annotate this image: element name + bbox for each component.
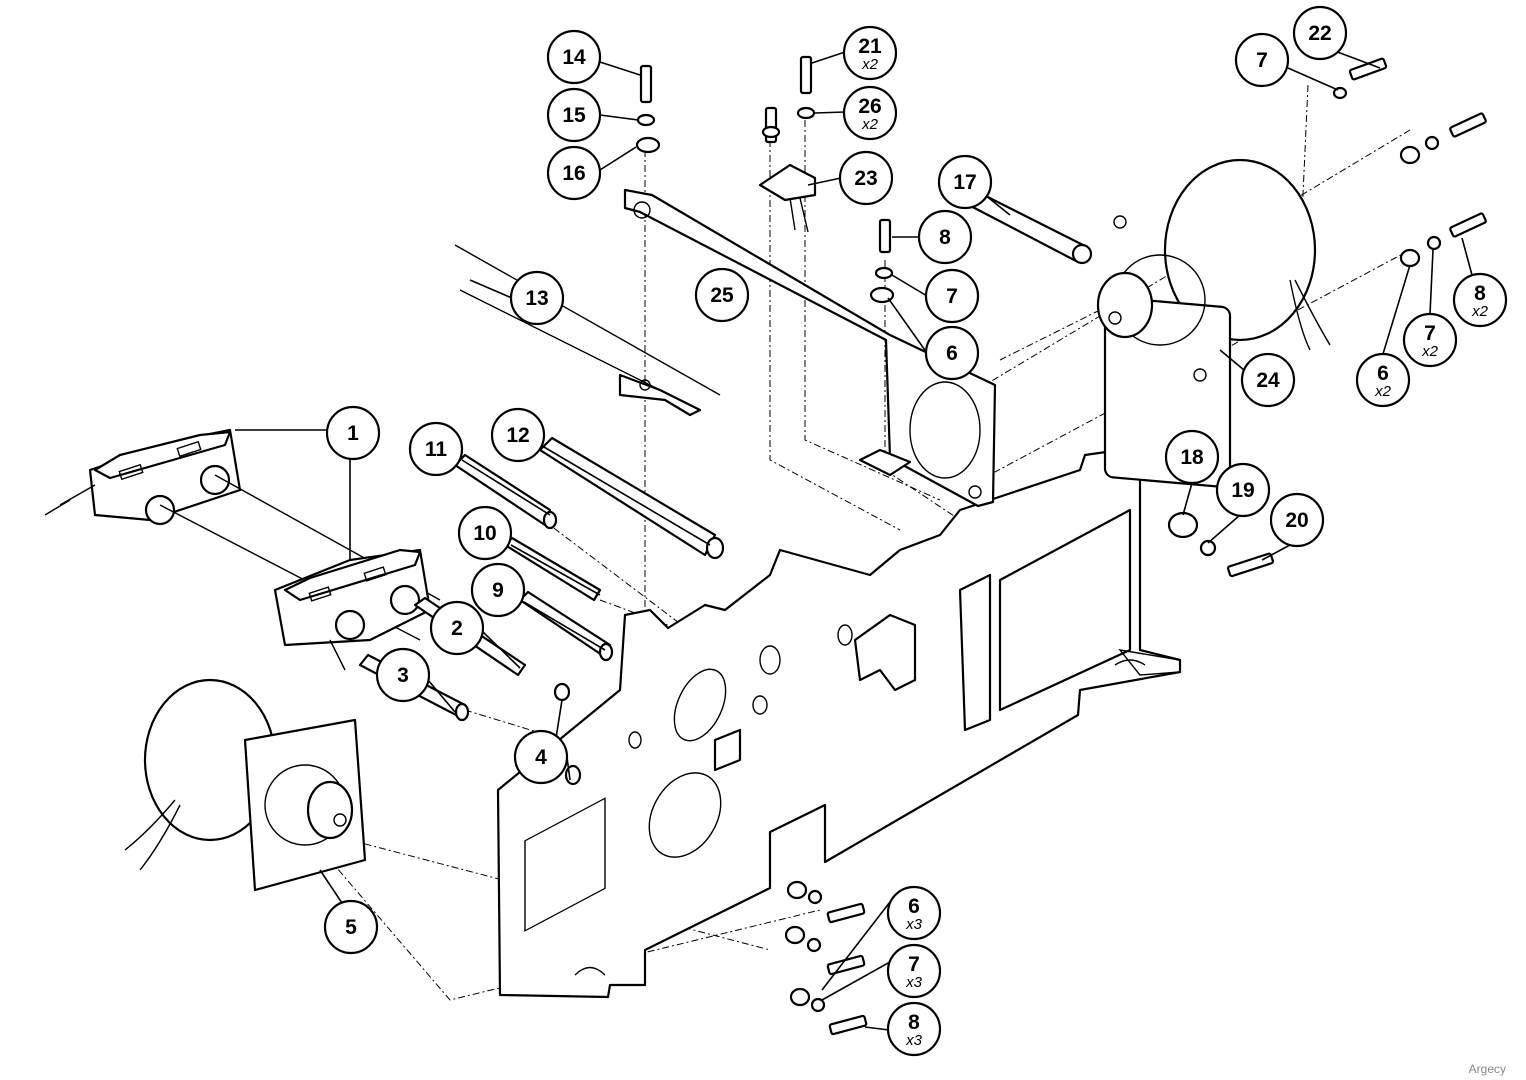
callout-8-x3[interactable]: 8x3 <box>886 1001 942 1057</box>
svg-text:6: 6 <box>908 895 920 918</box>
svg-text:10: 10 <box>473 522 496 545</box>
svg-text:12: 12 <box>506 424 529 447</box>
callout-4[interactable]: 4 <box>513 729 569 785</box>
svg-text:22: 22 <box>1308 22 1331 45</box>
svg-text:1: 1 <box>347 422 359 445</box>
callout-10[interactable]: 10 <box>457 505 513 561</box>
callout-25[interactable]: 25 <box>694 267 750 323</box>
callout-14[interactable]: 14 <box>546 29 602 85</box>
svg-text:7: 7 <box>1424 322 1436 345</box>
callout-6[interactable]: 6 <box>924 325 980 381</box>
callout-12[interactable]: 12 <box>490 407 546 463</box>
main-chassis-frame <box>496 448 1182 999</box>
callout-22[interactable]: 22 <box>1292 5 1348 61</box>
svg-text:x3: x3 <box>905 1032 923 1049</box>
leader-lines <box>235 35 1473 1031</box>
svg-text:4: 4 <box>535 746 547 769</box>
svg-text:13: 13 <box>525 287 548 310</box>
callout-17[interactable]: 17 <box>937 154 993 210</box>
rail-13 <box>454 244 721 417</box>
svg-text:x2: x2 <box>1471 303 1489 320</box>
svg-text:9: 9 <box>492 579 504 602</box>
svg-text:5: 5 <box>345 916 357 939</box>
svg-text:18: 18 <box>1180 446 1204 469</box>
callout-13[interactable]: 13 <box>509 270 565 326</box>
svg-text:7: 7 <box>908 953 920 976</box>
watermark: Argecy <box>1468 1062 1506 1076</box>
motor-24 <box>1096 158 1331 489</box>
callout-18[interactable]: 18 <box>1164 429 1220 485</box>
callout-7-x2[interactable]: 7x2 <box>1402 312 1458 368</box>
bracket-plate-25 <box>623 188 997 508</box>
svg-text:6: 6 <box>946 342 958 365</box>
callout-7[interactable]: 7 <box>924 268 980 324</box>
svg-text:3: 3 <box>397 664 409 687</box>
callout-24[interactable]: 24 <box>1240 352 1296 408</box>
svg-text:x2: x2 <box>861 116 879 133</box>
svg-text:7: 7 <box>1256 49 1268 72</box>
sensor-23 <box>758 163 817 233</box>
callout-3[interactable]: 3 <box>375 647 431 703</box>
svg-text:8: 8 <box>908 1011 920 1034</box>
callout-15[interactable]: 15 <box>546 87 602 143</box>
svg-text:8: 8 <box>939 226 951 249</box>
svg-text:x2: x2 <box>1421 343 1439 360</box>
callout-6-x2[interactable]: 6x2 <box>1355 352 1411 408</box>
callout-5[interactable]: 5 <box>323 899 379 955</box>
callout-9[interactable]: 9 <box>470 562 526 618</box>
svg-text:20: 20 <box>1285 509 1308 532</box>
callout-8[interactable]: 8 <box>917 209 973 265</box>
svg-text:11: 11 <box>425 438 448 461</box>
callout-2[interactable]: 2 <box>429 600 485 656</box>
callout-11[interactable]: 11 <box>408 421 464 477</box>
svg-text:x2: x2 <box>1374 383 1392 400</box>
callout-20[interactable]: 20 <box>1269 492 1325 548</box>
svg-text:x3: x3 <box>905 916 923 933</box>
svg-text:19: 19 <box>1231 479 1254 502</box>
callout-7-top[interactable]: 7 <box>1234 32 1290 88</box>
svg-text:2: 2 <box>451 617 463 640</box>
callout-16[interactable]: 16 <box>546 145 602 201</box>
svg-text:7: 7 <box>946 285 958 308</box>
svg-text:15: 15 <box>562 104 586 127</box>
svg-text:x3: x3 <box>905 974 923 991</box>
svg-text:25: 25 <box>710 284 734 307</box>
callout-7-x3[interactable]: 7x3 <box>886 943 942 999</box>
motor-5 <box>124 678 367 892</box>
callout-8-x2[interactable]: 8x2 <box>1452 272 1508 328</box>
svg-text:x2: x2 <box>861 56 879 73</box>
callout-1[interactable]: 1 <box>325 405 381 461</box>
hardware <box>553 55 1487 1036</box>
svg-text:26: 26 <box>858 95 881 118</box>
callout-23[interactable]: 23 <box>838 150 894 206</box>
svg-text:14: 14 <box>562 46 586 69</box>
svg-text:24: 24 <box>1256 369 1280 392</box>
callout-6-x3[interactable]: 6x3 <box>886 885 942 941</box>
svg-text:21: 21 <box>858 35 882 58</box>
svg-text:17: 17 <box>953 171 976 194</box>
svg-text:16: 16 <box>562 162 585 185</box>
svg-text:23: 23 <box>854 167 877 190</box>
svg-text:8: 8 <box>1474 282 1486 305</box>
svg-text:6: 6 <box>1377 362 1389 385</box>
callout-19[interactable]: 19 <box>1215 462 1271 518</box>
carriage-assembly-1 <box>44 428 441 671</box>
